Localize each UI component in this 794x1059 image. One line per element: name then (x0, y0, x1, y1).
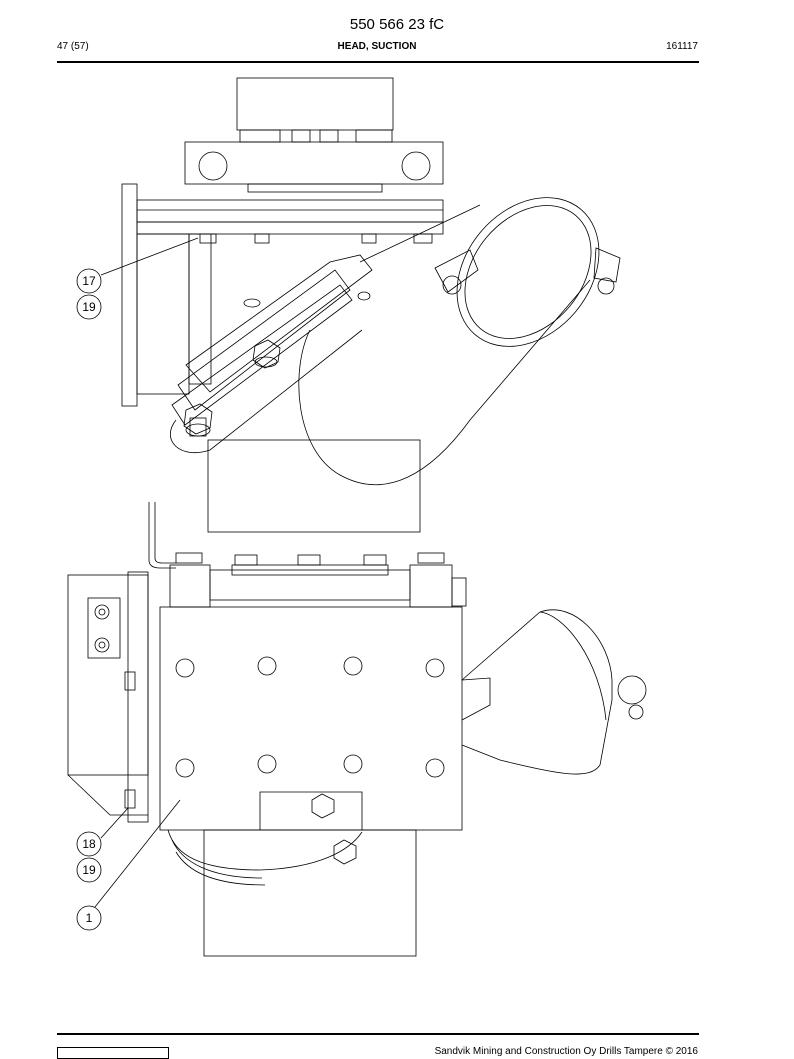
main-plate (159, 606, 463, 831)
upper-lower-housing (207, 439, 421, 533)
company-logo (57, 1047, 169, 1059)
lower-housing (203, 829, 417, 957)
document-number: 550 566 23 fC (349, 16, 445, 33)
lower-hose (461, 609, 613, 775)
section-title-text: HEAD, SUCTION (337, 41, 417, 52)
bolt-upper-2 (252, 339, 281, 369)
callout-circle-1 (76, 905, 102, 931)
callout-circle-17 (76, 268, 102, 294)
callout-17: 17 (82, 274, 96, 288)
upper-flange (136, 199, 444, 223)
lower-view (67, 502, 647, 957)
callout-1: 1 (86, 911, 93, 925)
callout-circle-19b (76, 857, 102, 883)
bolt-upper-1 (183, 403, 213, 437)
callout-19-bottom: 19 (82, 863, 96, 877)
callout-18: 18 (82, 837, 96, 851)
callout-circle-18 (76, 831, 102, 857)
motor-box (67, 574, 149, 776)
hose-tube (298, 279, 591, 486)
page-number: 47 (57) (57, 41, 89, 52)
footer-rule (57, 1033, 699, 1035)
top-block (236, 77, 394, 131)
callouts (76, 237, 199, 931)
side-plate (121, 183, 138, 407)
header-rule (57, 61, 699, 63)
callout-circle-19a (76, 294, 102, 320)
footer-copyright: Sandvik Mining and Construction Oy Drill… (434, 1046, 698, 1057)
callout-19-top: 19 (82, 300, 96, 314)
mounting-plate (184, 141, 444, 185)
revision-date: 161117 (666, 41, 698, 52)
section-title: HEAD, SUCTION (0, 41, 754, 52)
hose-clamp-ring (456, 197, 600, 347)
upper-view (121, 77, 621, 533)
lifting-hook (148, 502, 176, 569)
